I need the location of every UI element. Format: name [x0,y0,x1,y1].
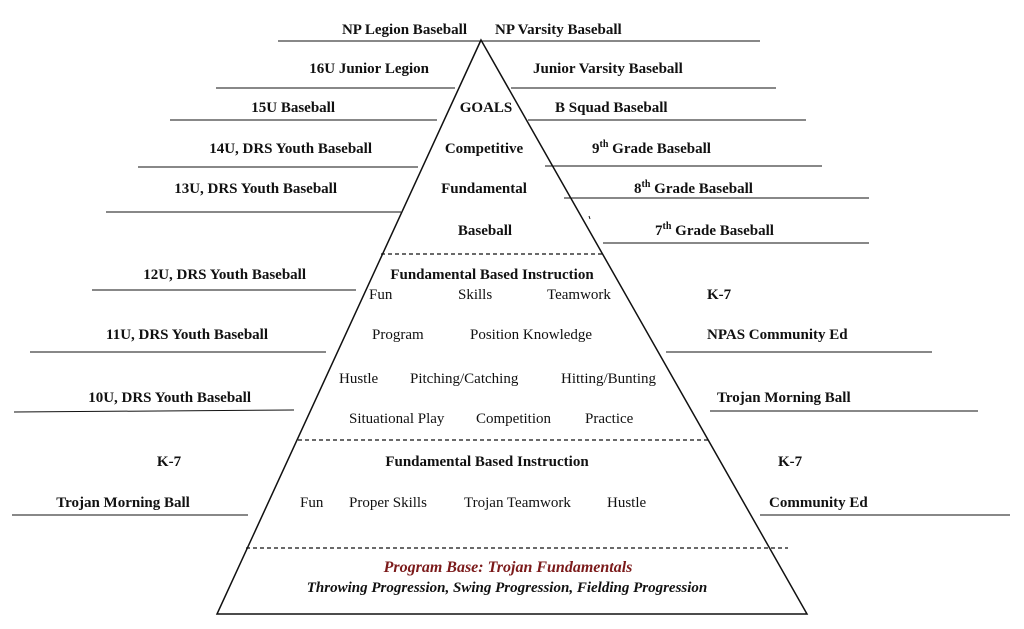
lower-row-item: Proper Skills [349,495,427,511]
apex-baseball: Baseball [457,223,513,239]
label-junior-varsity: Junior Varsity Baseball [533,61,683,77]
label-10u: 10U, DRS Youth Baseball [88,390,251,406]
stray-mark [588,215,591,220]
middle-row3-item: Pitching/Catching [410,371,519,387]
label-right-k7-upper: K-7 [707,287,732,303]
label-8th-grade: 8th Grade Baseball [634,179,753,198]
label-12u: 12U, DRS Youth Baseball [143,267,306,283]
middle-row3-item: Hitting/Bunting [561,371,657,387]
label-7th-grade: 7th Grade Baseball [655,221,774,240]
base-title: Program Base: Trojan Fundamentals [383,559,633,576]
label-right-k7-lower: K-7 [778,454,803,470]
label-npas-community-ed: NPAS Community Ed [707,327,848,343]
apex-goals: GOALS [459,100,513,116]
label-np-varsity: NP Varsity Baseball [495,22,622,38]
lower-tier-title: Fundamental Based Instruction [385,454,589,470]
label-15u: 15U Baseball [251,100,335,116]
label-16u: 16U Junior Legion [309,61,429,77]
base-subtitle: Throwing Progression, Swing Progression,… [306,580,708,596]
label-b-squad: B Squad Baseball [555,100,668,116]
lower-row-item: Trojan Teamwork [464,495,571,511]
middle-row1-item: Skills [458,287,493,303]
middle-row4-item: Competition [476,411,551,427]
label-11u: 11U, DRS Youth Baseball [106,327,268,343]
middle-row4-item: Practice [585,411,634,427]
middle-row4-item: Situational Play [349,411,445,427]
label-9th-grade: 9th Grade Baseball [592,139,711,158]
middle-row3-item: Hustle [339,371,379,387]
label-left-trojan-morning-ball: Trojan Morning Ball [56,495,190,511]
label-np-legion: NP Legion Baseball [341,22,467,38]
apex-competitive: Competitive [444,141,524,157]
pyramid-outline [215,38,809,615]
label-14u: 14U, DRS Youth Baseball [209,141,372,157]
label-left-k7: K-7 [156,454,182,470]
lower-row-item: Fun [300,495,324,511]
label-community-ed: Community Ed [769,495,868,511]
middle-row2-item: Program [372,327,424,343]
label-right-trojan-morning-ball: Trojan Morning Ball [717,390,851,406]
label-13u: 13U, DRS Youth Baseball [174,181,337,197]
middle-row1-item: Teamwork [547,287,611,303]
middle-row1-item: Fun [369,287,393,303]
middle-row2-item: Position Knowledge [470,327,593,343]
apex-fundamental: Fundamental [441,181,527,197]
middle-tier-title: Fundamental Based Instruction [390,267,594,283]
underline-left-10u [13,409,295,413]
lower-row-item: Hustle [607,495,647,511]
